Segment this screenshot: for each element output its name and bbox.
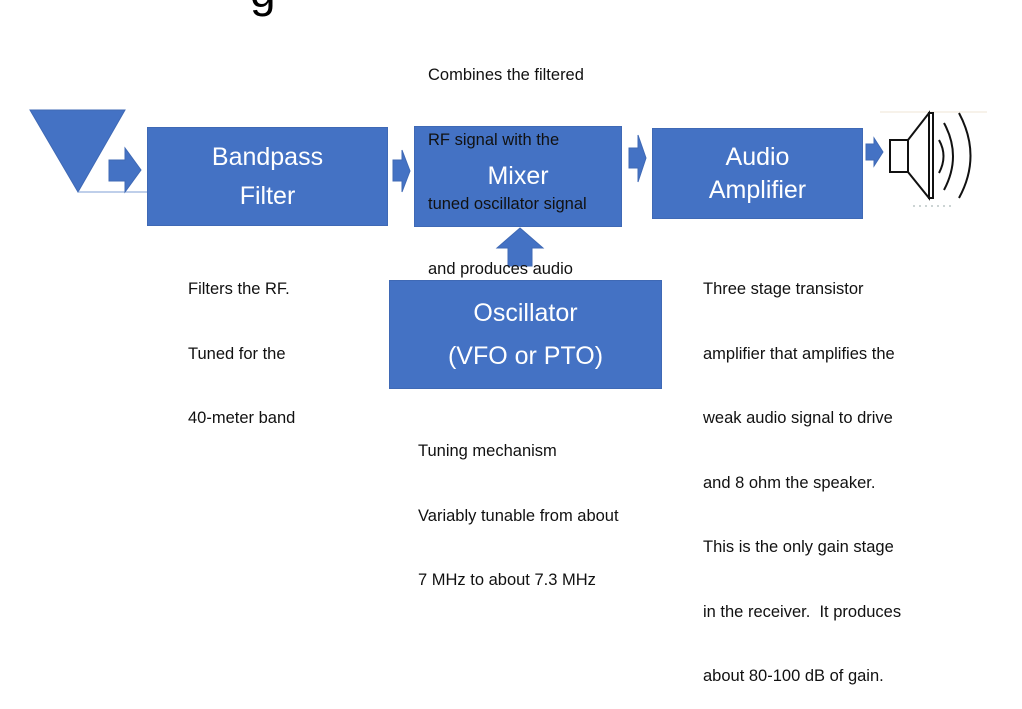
note-line: and produces audio: [428, 259, 573, 278]
note-line: This is the only gain stage: [703, 538, 894, 556]
mixer-block: Mixer: [414, 126, 622, 227]
oscillator-block: Oscillator (VFO or PTO): [389, 280, 662, 389]
note-line: weak audio signal to drive: [703, 409, 893, 427]
bandpass-description: Filters the RF. Tuned for the 40-meter b…: [188, 236, 295, 451]
note-line: 7 MHz to about 7.3 MHz: [418, 571, 596, 589]
arrow-antenna-to-bandpass: [108, 146, 142, 194]
diagram-shapes: [29, 109, 987, 267]
audio-amp-label-line-1: Audio: [725, 142, 790, 171]
bandpass-label-line-2: Filter: [239, 181, 296, 210]
bandpass-label-line-1: Bandpass: [211, 142, 324, 171]
mixer-label: Mixer: [487, 162, 549, 190]
note-line: 40-meter band: [188, 409, 296, 427]
title-fragment: g: [250, 0, 276, 14]
audio-amplifier-description: Three stage transistor amplifier that am…: [703, 236, 901, 709]
arrow-oscillator-to-mixer: [495, 227, 545, 267]
note-line: and 8 ohm the speaker.: [703, 473, 876, 492]
note-line: Tuning mechanism: [418, 442, 557, 460]
oscillator-label-line-2: (VFO or PTO): [447, 341, 604, 370]
note-line: Filters the RF.: [188, 280, 290, 298]
speaker-icon: [880, 110, 987, 207]
note-line: Variably tunable from about: [418, 506, 619, 525]
note-line: Tuned for the: [188, 344, 286, 363]
mixer-description: Combines the filtered RF signal with the…: [428, 22, 587, 302]
note-line: about 80-100 dB of gain.: [703, 667, 884, 685]
arrow-mixer-to-audio: [628, 134, 647, 183]
note-line: Three stage transistor: [703, 280, 864, 298]
arrow-audio-to-speaker: [865, 136, 884, 168]
note-line: tuned oscillator signal: [428, 195, 587, 213]
note-line: amplifier that amplifies the: [703, 344, 895, 363]
arrow-bandpass-to-mixer: [392, 149, 411, 193]
audio-amp-label-line-2: Amplifier: [708, 175, 807, 204]
note-line: in the receiver. It produces: [703, 602, 902, 621]
note-line: RF signal with the: [428, 130, 560, 149]
note-line: Combines the filtered: [428, 66, 584, 84]
oscillator-label-line-1: Oscillator: [473, 298, 578, 327]
antenna-icon: [29, 109, 147, 193]
audio-amplifier-block: Audio Amplifier: [652, 128, 863, 219]
bandpass-filter-block: Bandpass Filter: [147, 127, 388, 226]
